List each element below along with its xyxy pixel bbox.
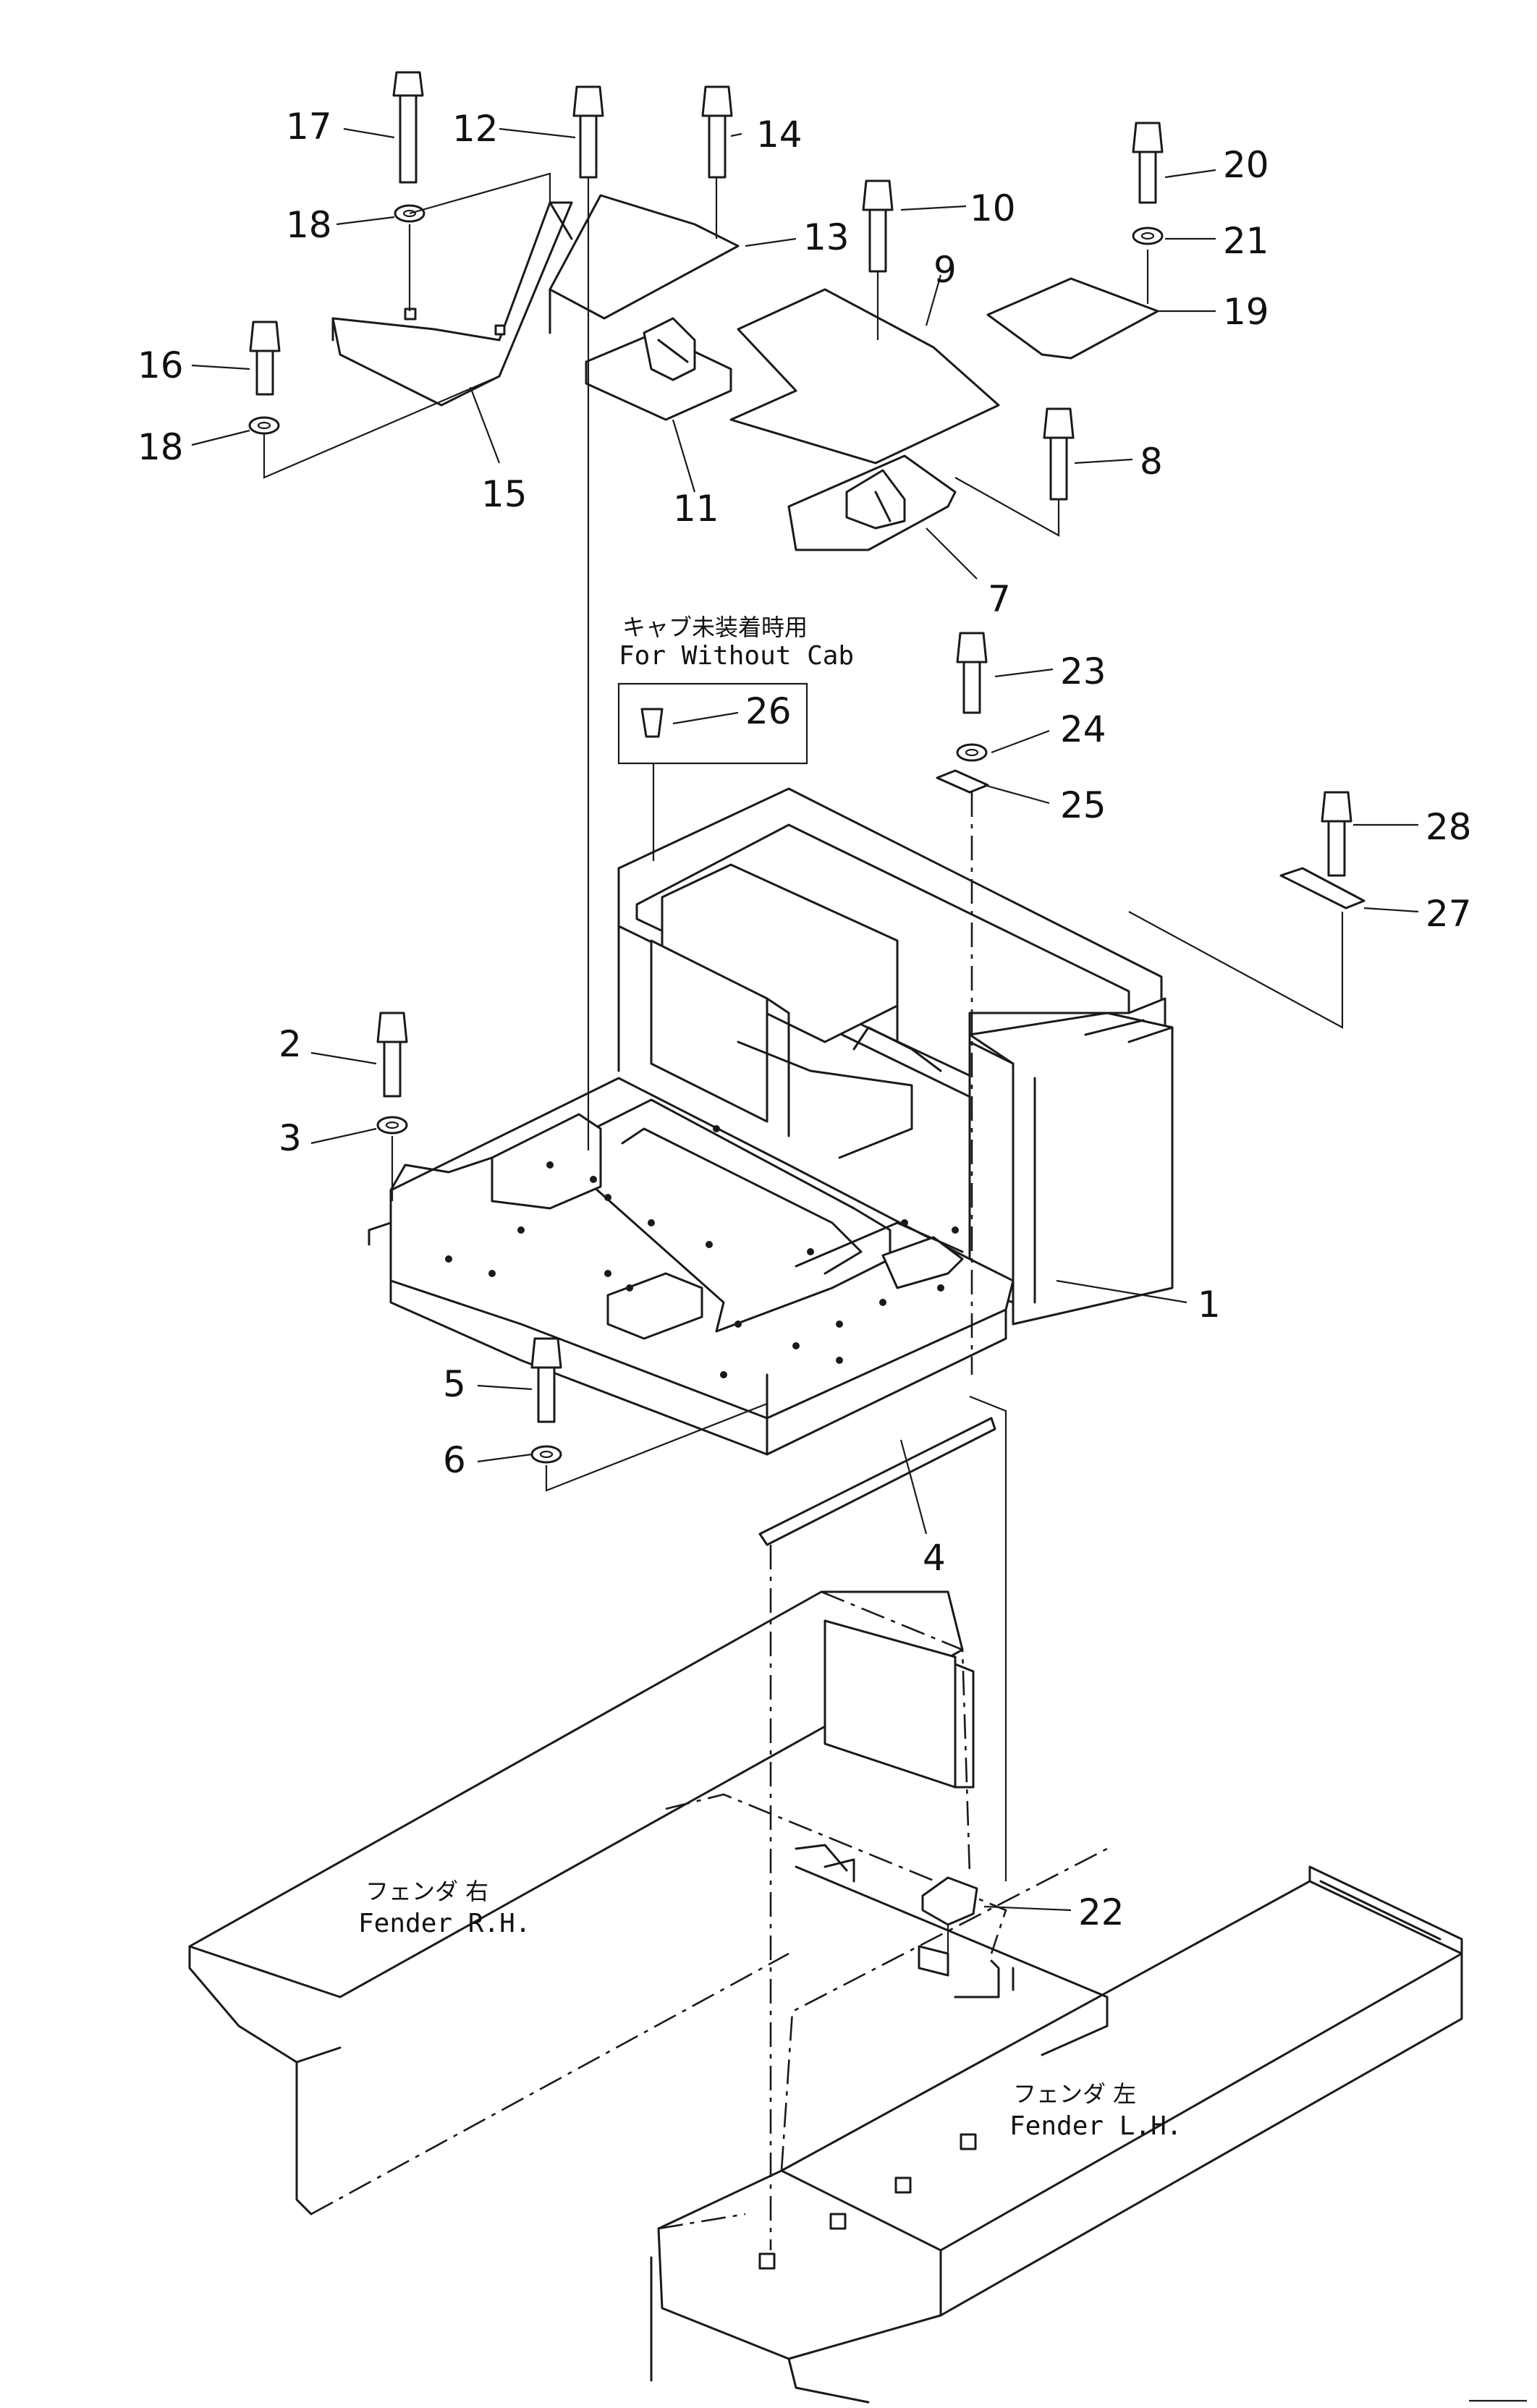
assembly-lines — [263, 172, 1344, 2250]
callout-3: 3 — [279, 1117, 302, 1159]
bolt-10 — [862, 179, 894, 273]
callout-2: 2 — [279, 1023, 302, 1065]
callout-5: 5 — [443, 1363, 466, 1405]
notes: キャブ未装着時用 For Without Cab フェンダ 右 Fender R… — [358, 614, 1182, 2141]
note-fender-rh-en: Fender R.H. — [358, 1909, 530, 1938]
cover-9 — [729, 288, 1000, 465]
note-without-cab-en: For Without Cab — [619, 641, 854, 671]
bolt-8 — [1043, 407, 1075, 501]
note-without-cab-jp: キャブ未装着時用 — [622, 614, 808, 641]
callout-9: 9 — [933, 249, 957, 291]
callout-6: 6 — [443, 1439, 466, 1481]
plate-25 — [936, 769, 989, 794]
callout-1: 1 — [1198, 1284, 1221, 1326]
note-fender-lh-en: Fender L.H. — [1009, 2111, 1182, 2141]
bracket-22 — [921, 1876, 978, 1926]
plate-27 — [1279, 867, 1365, 910]
callout-24: 24 — [1060, 708, 1106, 750]
cover-15 — [331, 201, 573, 407]
leader-lines — [191, 127, 1419, 1912]
bracket-11 — [585, 317, 732, 421]
callout-15: 15 — [481, 473, 528, 515]
callout-14: 14 — [756, 114, 803, 156]
bolt-20 — [1132, 122, 1164, 204]
frame-holes — [445, 1125, 959, 1378]
bolt-28 — [1321, 791, 1352, 877]
callout-18-bottom: 18 — [137, 426, 184, 468]
callout-12: 12 — [452, 108, 499, 150]
bolt-23 — [956, 632, 988, 714]
bolt-17 — [392, 71, 424, 184]
callout-10: 10 — [970, 187, 1016, 229]
cover-19 — [986, 277, 1159, 360]
note-fender-rh-jp: フェンダ 右 — [365, 1878, 488, 1905]
bolt-14 — [701, 85, 733, 179]
callout-23: 23 — [1060, 650, 1106, 692]
callout-27: 27 — [1426, 893, 1472, 935]
part-4-plate — [758, 1417, 996, 1546]
callout-26: 26 — [745, 690, 792, 732]
cover-13 — [549, 194, 740, 334]
washers — [248, 204, 1164, 1464]
callout-28: 28 — [1426, 806, 1472, 848]
fender-lh — [650, 1793, 1463, 2404]
bolt-2 — [376, 1012, 408, 1098]
callout-11: 11 — [673, 488, 719, 530]
bolt-16 — [249, 321, 281, 396]
callout-numbers: 1 2 3 4 5 6 7 8 9 10 11 12 13 14 15 16 1… — [137, 106, 1472, 1933]
callout-4: 4 — [923, 1537, 946, 1579]
bolt-5 — [530, 1337, 562, 1423]
fender-rh — [188, 1590, 975, 2216]
note-fender-lh-jp: フェンダ 左 — [1013, 2080, 1136, 2108]
callout-8: 8 — [1140, 441, 1163, 483]
callout-22: 22 — [1078, 1891, 1125, 1933]
callout-19: 19 — [1223, 291, 1269, 333]
callout-16: 16 — [137, 344, 184, 386]
bolt-12 — [572, 85, 604, 179]
callout-21: 21 — [1223, 220, 1269, 262]
callout-17: 17 — [286, 106, 332, 148]
callout-7: 7 — [988, 578, 1011, 620]
callout-20: 20 — [1223, 144, 1269, 186]
callout-25: 25 — [1060, 784, 1106, 826]
callout-18-top: 18 — [286, 204, 332, 246]
bracket-7 — [787, 454, 957, 551]
without-cab-box — [617, 682, 808, 765]
callout-13: 13 — [803, 216, 850, 258]
main-frame — [368, 787, 1174, 1456]
